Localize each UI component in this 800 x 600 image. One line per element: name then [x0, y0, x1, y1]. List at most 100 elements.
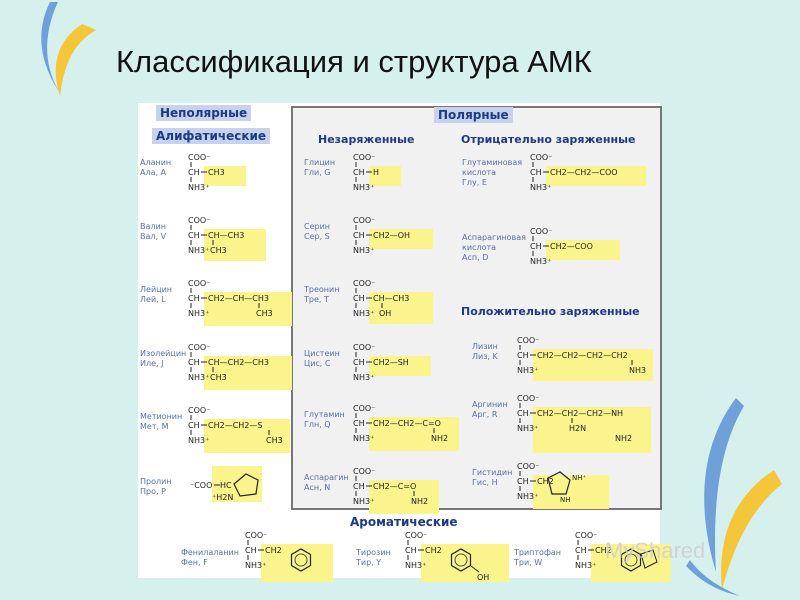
side-chain-branch: NH3: [629, 366, 646, 375]
aa-name: Серин: [304, 222, 331, 231]
side-chain: CH2—OH: [373, 231, 410, 240]
side-chain-highlight: [369, 229, 433, 249]
side-chain: CH2—CH2—S: [208, 421, 262, 430]
backbone-ch: CH: [353, 231, 365, 240]
side-chain-branch-2: NH2: [615, 434, 632, 443]
aa-code: Асн, N: [304, 483, 331, 492]
backbone-nh3: NH3⁺: [188, 246, 209, 255]
side-chain-branch: NH2: [411, 497, 428, 506]
side-chain-highlight: [369, 356, 431, 376]
aa-code: Про, P: [140, 487, 166, 496]
side-chain-highlight: [546, 240, 620, 260]
backbone-nh3: NH3⁺: [353, 309, 374, 318]
backbone-coo: COO⁻: [353, 467, 375, 476]
side-chain: CH2—C=O: [373, 482, 416, 491]
backbone-ch: CH: [575, 546, 587, 555]
aa-code: Ала, A: [140, 168, 167, 177]
backbone-nh3: NH3⁺: [353, 373, 374, 382]
side-chain-highlight: [204, 356, 292, 390]
aa-code: Тре, T: [304, 295, 329, 304]
side-chain-highlight: [204, 166, 246, 186]
side-chain-highlight: [212, 466, 262, 502]
backbone-coo: COO⁻: [188, 153, 210, 162]
backbone-ch: CH: [353, 419, 365, 428]
backbone-coo: COO⁻: [188, 216, 210, 225]
side-chain-highlight: [591, 544, 671, 582]
backbone-ch: CH: [188, 358, 200, 367]
slide-title: Классификация и структура АМК: [116, 44, 592, 79]
aa-name: Гистидин: [472, 468, 513, 477]
backbone-ch: CH: [188, 294, 200, 303]
side-chain-highlight: [369, 417, 459, 451]
benzene-ring: [450, 548, 472, 572]
backbone-ch: CH: [353, 294, 365, 303]
side-chain: CH2: [425, 546, 442, 555]
backbone-coo: COO⁻: [353, 153, 375, 162]
proline-ch: HC: [220, 481, 232, 490]
benzene-ring: [620, 548, 642, 572]
aa-name: Фенилаланин: [181, 548, 239, 557]
imidazole-nh: NH⁺: [572, 474, 587, 482]
side-chain: CH2—CH2—C=O: [373, 419, 441, 428]
aa-code: Вал, V: [140, 232, 167, 241]
backbone-ch: CH: [188, 421, 200, 430]
aa-name-2: кислота: [462, 243, 496, 252]
aa-name: Глицин: [304, 158, 336, 167]
backbone-nh3: NH3⁺: [530, 257, 551, 266]
backbone-nh3: NH3⁺: [188, 436, 209, 445]
aa-name: Цистеин: [304, 349, 340, 358]
side-chain: CH—CH2—CH3: [208, 358, 269, 367]
header-nonpolar: Неполярные: [156, 105, 252, 121]
aa-name: Метионин: [140, 412, 183, 421]
backbone-nh3: NH3⁺: [530, 183, 551, 192]
backbone-ch: CH: [530, 168, 542, 177]
backbone-ch: CH: [517, 351, 529, 360]
backbone-nh3: NH3⁺: [188, 183, 209, 192]
imidazole-ring: [547, 471, 571, 495]
side-chain: CH2—COO: [550, 242, 593, 251]
backbone-coo: COO⁻: [353, 216, 375, 225]
aa-name-2: кислота: [462, 168, 496, 177]
backbone-coo: COO⁻: [353, 343, 375, 352]
side-chain-branch: CH3: [266, 436, 283, 445]
side-chain-highlight: [369, 292, 433, 324]
backbone-ch: CH: [353, 168, 365, 177]
backbone-nh3: NH3⁺: [575, 561, 596, 570]
aa-code: Фен, F: [181, 558, 208, 567]
side-chain: CH2: [595, 546, 612, 555]
backbone-nh3: NH3⁺: [353, 434, 374, 443]
side-chain: CH2—CH2—COO: [550, 168, 618, 177]
side-chain: CH2—SH: [373, 358, 409, 367]
aa-name: Аланин: [140, 158, 172, 167]
header-positive: Положительно заряженные: [461, 305, 640, 318]
swoosh-blue-top: [41, 2, 62, 96]
backbone-ch: CH: [188, 168, 200, 177]
aa-code: Мет, M: [140, 422, 169, 431]
backbone-nh3: NH3⁺: [188, 309, 209, 318]
aa-code: Цис, C: [304, 359, 331, 368]
side-chain-highlight: [533, 475, 609, 509]
backbone-ch: CH: [517, 409, 529, 418]
side-chain-branch: H2N: [569, 424, 586, 433]
backbone-ch: CH: [353, 482, 365, 491]
backbone-coo: COO⁻: [353, 404, 375, 413]
